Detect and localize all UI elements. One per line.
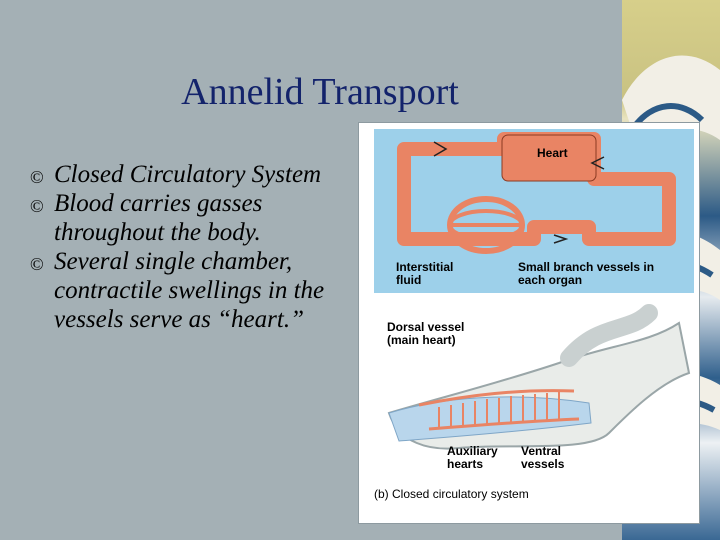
small-branch-vessels-label: Small branch vessels in each organ — [518, 260, 655, 287]
interstitial-fluid-label: Interstitial fluid — [396, 260, 454, 287]
earthworm-diagram: Dorsal vessel (main heart) Auxiliary hea… — [359, 303, 699, 523]
bullet-item: © Blood carries gasses throughout the bod… — [30, 189, 330, 247]
bullet-icon: © — [30, 196, 44, 216]
circulatory-figure: Heart Interstitial fluid Small branch ve… — [358, 122, 700, 524]
bullet-text: Several single chamber, contractile swel… — [54, 248, 325, 333]
bullet-text: Blood carries gasses throughout the body… — [54, 190, 263, 246]
bullet-icon: © — [30, 167, 44, 187]
circulation-loop — [397, 132, 676, 254]
bullet-icon: © — [30, 254, 44, 274]
dorsal-vessel-label: Dorsal vessel (main heart) — [387, 320, 465, 347]
slide-title: Annelid Transport — [181, 71, 459, 113]
bullet-text: Closed Circulatory System — [54, 161, 322, 188]
auxiliary-hearts-label: Auxiliary hearts — [447, 444, 498, 471]
ventral-vessels-label: Ventral vessels — [521, 444, 565, 471]
figure-caption: (b) Closed circulatory system — [374, 487, 529, 501]
circulation-diagram: Heart Interstitial fluid Small branch ve… — [374, 129, 694, 293]
earthworm-illustration — [387, 304, 691, 450]
heart-label: Heart — [537, 146, 568, 160]
bullet-list: © Closed Circulatory System © Blood carrie… — [30, 160, 330, 334]
bullet-item: © Several single chamber, contractile swe… — [30, 247, 330, 334]
bullet-item: © Closed Circulatory System — [30, 160, 330, 189]
